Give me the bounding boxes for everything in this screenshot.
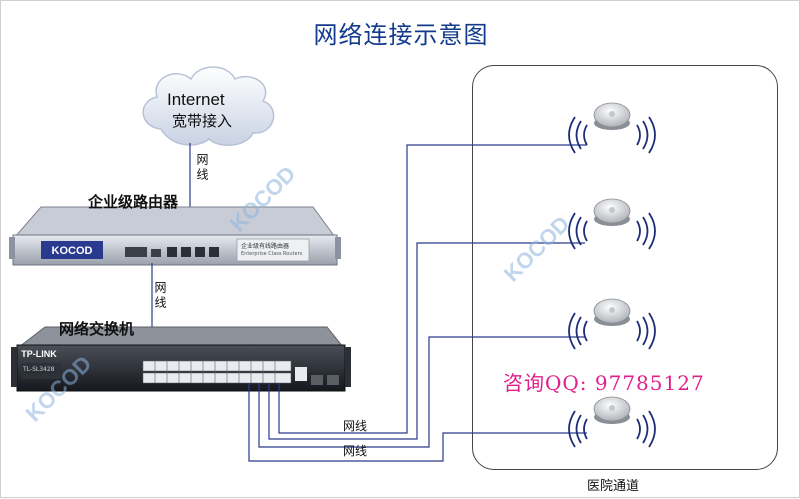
cable-to-ap-2 xyxy=(268,242,585,440)
diagram-title: 网络连接示意图 xyxy=(313,21,489,49)
access-point-icon xyxy=(593,396,631,424)
cable-label-aps-2: 网线 xyxy=(343,444,368,458)
access-point-icon xyxy=(593,102,631,130)
access-point-icon xyxy=(593,198,631,226)
cable-label-aps-1: 网线 xyxy=(343,419,368,433)
switch-model: TL-SL3428 xyxy=(23,366,55,373)
contact-qq: 咨询QQ: 97785127 xyxy=(503,371,705,395)
router-panel-subtext: Enterprise Class Routers xyxy=(241,251,303,257)
cable-to-ap-3 xyxy=(258,336,585,448)
cable-label-router-switch: 网线 xyxy=(153,281,167,311)
cloud-label-internet: Internet xyxy=(167,90,225,109)
internet-cloud-icon xyxy=(142,66,275,146)
router-label: 企业级路由器 xyxy=(88,193,179,211)
wifi-signal-icon xyxy=(568,212,656,250)
wifi-signal-icon xyxy=(568,116,656,154)
router-panel-text: 企业级有线路由器 xyxy=(241,243,290,250)
switch-device-icon xyxy=(11,326,351,392)
hospital-corridor-area xyxy=(472,65,778,470)
wifi-signal-icon xyxy=(568,410,656,448)
cable-label-cloud-router: 网线 xyxy=(195,153,209,183)
switch-brand-logo: TP-LINK xyxy=(21,349,57,359)
wifi-signal-icon xyxy=(568,312,656,350)
cloud-label-broadband: 宽带接入 xyxy=(172,112,233,130)
watermark-logo: KOCOD xyxy=(499,211,575,287)
router-brand-logo: KOCOD xyxy=(52,245,93,257)
cable-to-ap-4 xyxy=(248,383,587,462)
switch-label: 网络交换机 xyxy=(59,320,135,338)
cable-to-ap-1 xyxy=(278,144,587,434)
router-device-icon xyxy=(9,206,341,266)
hospital-corridor-label: 医院通道 xyxy=(587,479,640,494)
access-point-icon xyxy=(593,298,631,326)
